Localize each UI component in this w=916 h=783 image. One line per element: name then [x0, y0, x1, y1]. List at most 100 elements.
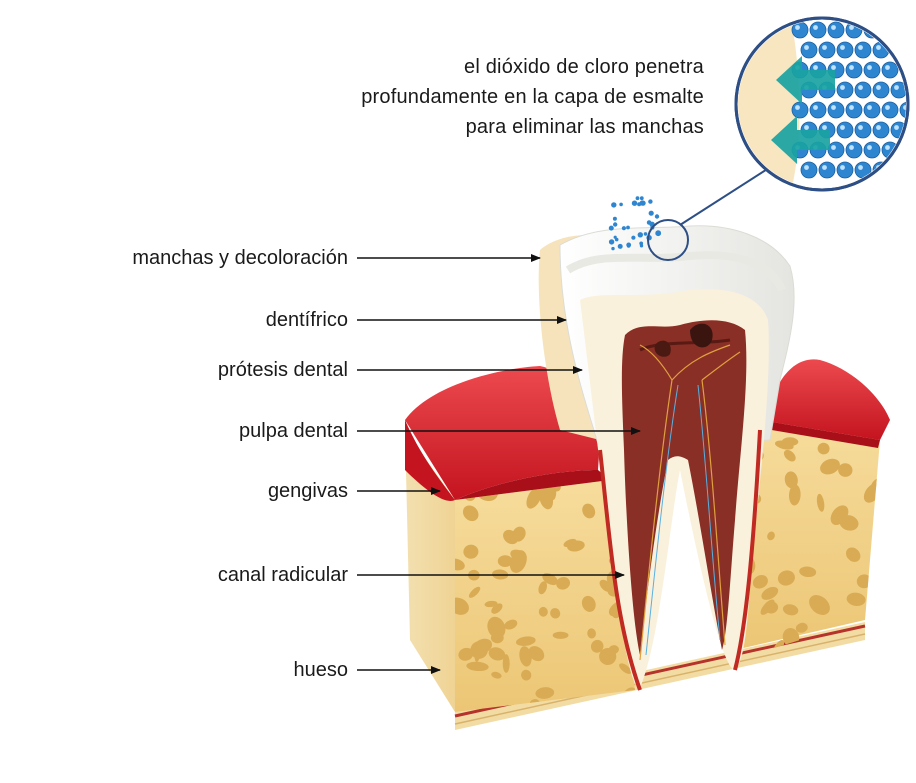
bone-pore	[538, 606, 548, 617]
bone-pore	[795, 622, 808, 633]
particle	[626, 225, 630, 230]
bone-pore	[760, 599, 775, 615]
bone-pore	[784, 471, 798, 489]
bone-pore	[870, 564, 880, 574]
particle	[621, 226, 627, 231]
bone-pore	[504, 619, 518, 630]
particle	[608, 225, 614, 231]
sphere-highlight	[822, 45, 827, 50]
sphere-highlight	[849, 105, 854, 110]
sphere-highlight	[849, 145, 854, 150]
particle	[631, 200, 638, 206]
bone-pore	[599, 647, 617, 666]
gum-right	[760, 359, 890, 448]
bone-pore	[538, 581, 548, 595]
sphere-highlight	[876, 125, 881, 130]
bone-pore	[463, 544, 479, 559]
sphere-highlight	[858, 125, 863, 130]
bone-pore	[488, 647, 506, 661]
bone-pore	[515, 636, 536, 646]
sphere-highlight	[804, 125, 809, 130]
enamel-sphere	[818, 161, 836, 179]
bone-pore	[552, 631, 569, 639]
enamel-sphere	[863, 61, 881, 79]
teal-arrow-upper	[776, 56, 835, 104]
gum-left	[405, 366, 610, 501]
sphere-highlight	[885, 145, 890, 150]
sphere-highlight	[894, 125, 899, 130]
bone-pore	[830, 505, 849, 526]
bone-pore	[619, 663, 632, 674]
caption-line-1: el dióxido de cloro penetra	[464, 56, 704, 78]
particle	[639, 196, 644, 201]
bone-pore	[782, 604, 799, 616]
sphere-highlight	[813, 105, 818, 110]
particle	[613, 235, 617, 239]
sphere-highlight	[894, 45, 899, 50]
bone-pore	[491, 671, 502, 679]
particle	[639, 241, 644, 246]
bone-pore	[777, 570, 795, 586]
enamel-sphere	[854, 81, 872, 99]
bone-pore	[581, 595, 596, 612]
label-pulp: pulpa dental	[239, 420, 348, 442]
enamel-sphere	[800, 161, 818, 179]
particle	[617, 243, 623, 249]
bone-pore	[846, 592, 866, 606]
sphere-highlight	[831, 105, 836, 110]
bone-pore	[535, 687, 555, 699]
enamel-sphere	[836, 41, 854, 59]
particle	[626, 244, 631, 248]
sphere-highlight	[831, 65, 836, 70]
bone-pore	[788, 484, 801, 506]
sphere-highlight	[858, 45, 863, 50]
bone-pore	[503, 529, 519, 545]
bone-pore	[752, 575, 768, 589]
enamel-sphere	[845, 141, 863, 159]
enamel-sphere	[845, 61, 863, 79]
enamel-sphere	[881, 101, 899, 119]
sphere-highlight	[903, 25, 906, 30]
bone-pore	[497, 555, 513, 568]
particle	[640, 200, 646, 206]
enamel-sphere	[845, 101, 863, 119]
bone-pore	[526, 486, 542, 509]
enamel-sphere	[854, 41, 872, 59]
label-stains: manchas y decoloración	[132, 247, 348, 269]
particle	[648, 210, 654, 216]
teal-arrow-lower	[771, 116, 830, 164]
bone-pore	[550, 608, 561, 619]
sphere-highlight	[912, 125, 916, 130]
label-bone: hueso	[293, 659, 349, 681]
enamel-sphere	[881, 61, 899, 79]
particle	[608, 239, 615, 245]
enamel-sphere	[909, 82, 916, 98]
sphere-highlight	[912, 165, 916, 170]
enamel-sphere	[899, 141, 906, 159]
particle	[613, 222, 618, 227]
sphere-highlight	[867, 25, 872, 30]
label-arrows	[357, 254, 641, 674]
bone-pore	[820, 458, 840, 475]
bone-pore	[502, 654, 510, 673]
enamel-sphere	[827, 101, 845, 119]
enamel-sphere	[836, 121, 854, 139]
sphere-highlight	[894, 85, 899, 90]
particle	[612, 216, 617, 221]
bone-pore	[767, 531, 775, 541]
enamel-sphere	[899, 21, 906, 39]
enamel-sphere	[791, 101, 809, 119]
sphere-highlight	[912, 45, 916, 50]
sphere-highlight	[804, 45, 809, 50]
sphere-highlight	[822, 125, 827, 130]
bone-pore	[487, 616, 506, 639]
bone-pore	[582, 503, 596, 519]
magnifier-small-circle	[647, 219, 689, 261]
bone-pore	[462, 505, 479, 522]
bone-pore	[590, 639, 604, 653]
sphere-highlight	[876, 85, 881, 90]
enamel-sphere	[872, 81, 890, 99]
chlorine-dioxide-particles	[608, 196, 662, 251]
bone-pore	[799, 566, 817, 578]
